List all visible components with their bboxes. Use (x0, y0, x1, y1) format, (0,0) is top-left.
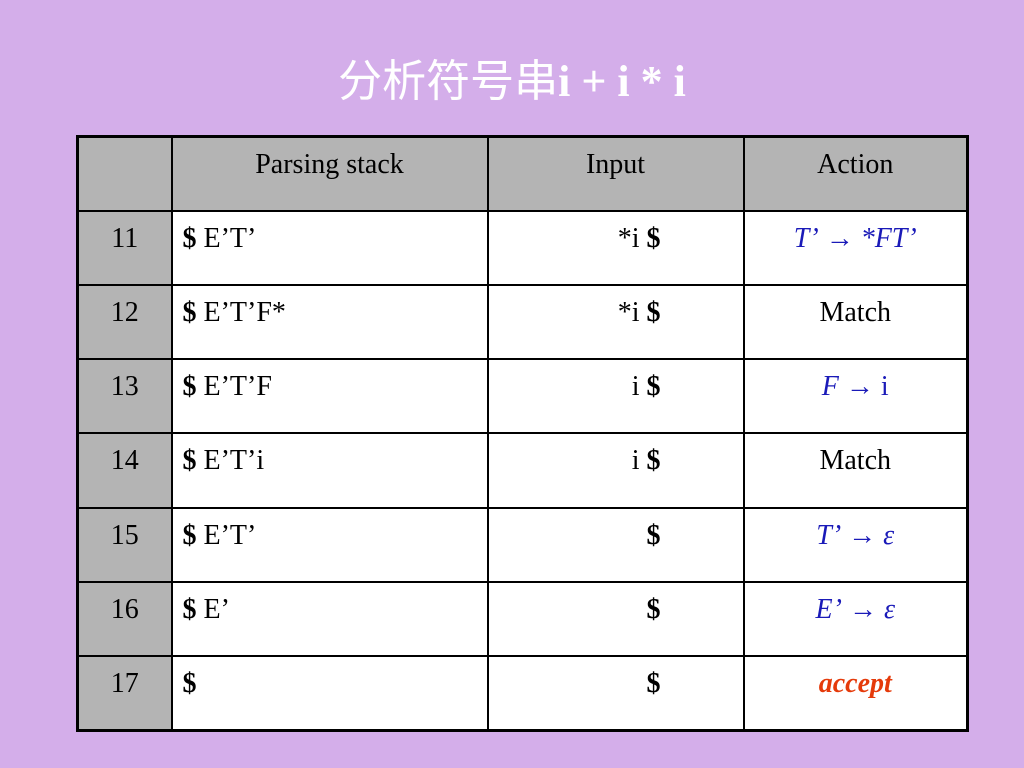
table-row: 14 $ E’T’i i $ Match (76, 432, 969, 509)
header-row: Parsing stack Input Action (76, 135, 969, 213)
action-cell: T’ → ε (742, 506, 969, 583)
action-cell: accept (742, 654, 969, 732)
action-cell: Match (742, 432, 969, 509)
action-cell: F → i (742, 358, 969, 435)
stack-contents: E’ (196, 593, 230, 625)
table-row: 15 $ E’T’ $ T’ → ε (76, 506, 969, 583)
production-rhs: *FT’ (860, 223, 917, 255)
header-step (76, 135, 173, 213)
stack-dollar: $ (182, 445, 197, 477)
step-number: 17 (76, 654, 173, 732)
stack-dollar: $ (182, 667, 197, 699)
production-lhs: E’ (815, 593, 842, 625)
production-arrow: → (838, 371, 881, 403)
production-lhs: F (821, 371, 839, 403)
step-number: 15 (76, 506, 173, 583)
parsing-table: Parsing stack Input Action 11 $ E’T’ *i … (76, 135, 969, 732)
input-dollar: $ (646, 371, 661, 403)
table-row: 16 $ E’ $ E’ → ε (76, 580, 969, 657)
table-row: 11 $ E’T’ *i $ T’ → *FT’ (76, 210, 969, 287)
step-number: 13 (76, 358, 173, 435)
stack-dollar: $ (182, 593, 197, 625)
stack-contents: E’T’ (196, 223, 257, 255)
title-chinese: 分析符号串 (338, 56, 559, 107)
stack-contents: E’T’F* (196, 297, 286, 329)
action-cell: T’ → *FT’ (742, 210, 969, 287)
accept-label: accept (818, 667, 892, 699)
slide-title: 分析符号串i + i * i (0, 52, 1024, 112)
parsing-stack-cell: $ E’T’ (170, 210, 489, 287)
input-cell: *i $ (486, 284, 745, 361)
production-rhs: i (880, 371, 889, 403)
input-dollar: $ (646, 667, 661, 699)
input-dollar: $ (646, 223, 661, 255)
header-action: Action (742, 135, 969, 213)
stack-contents: E’T’ (196, 519, 257, 551)
table-row: 17 $ $ accept (76, 654, 969, 732)
production-arrow: → (818, 223, 861, 255)
step-number: 16 (76, 580, 173, 657)
parsing-stack-cell: $ (170, 654, 489, 732)
input-symbols: *i (617, 223, 647, 255)
production-arrow: → (841, 593, 884, 625)
stack-dollar: $ (182, 519, 197, 551)
header-input: Input (486, 135, 745, 213)
input-cell: *i $ (486, 210, 745, 287)
input-dollar: $ (646, 593, 661, 625)
production-lhs: T’ (816, 519, 842, 551)
input-cell: i $ (486, 432, 745, 509)
parsing-stack-cell: $ E’T’i (170, 432, 489, 509)
input-symbols: i (631, 445, 647, 477)
stack-dollar: $ (182, 223, 197, 255)
table-row: 13 $ E’T’F i $ F → i (76, 358, 969, 435)
parsing-stack-cell: $ E’T’F* (170, 284, 489, 361)
production-rhs: ε (883, 593, 895, 625)
input-cell: $ (486, 654, 745, 732)
table-row: 12 $ E’T’F* *i $ Match (76, 284, 969, 361)
stack-contents: E’T’F (196, 371, 272, 403)
header-parsing-stack: Parsing stack (170, 135, 489, 213)
parsing-stack-cell: $ E’ (170, 580, 489, 657)
input-dollar: $ (646, 445, 661, 477)
stack-dollar: $ (182, 297, 197, 329)
input-cell: $ (486, 506, 745, 583)
production-arrow: → (841, 519, 884, 551)
step-number: 12 (76, 284, 173, 361)
stack-dollar: $ (182, 371, 197, 403)
action-cell: Match (742, 284, 969, 361)
title-expression: i + i * i (558, 57, 686, 106)
input-symbols: *i (617, 297, 647, 329)
production-rhs: ε (883, 519, 895, 551)
step-number: 11 (76, 210, 173, 287)
input-dollar: $ (646, 297, 661, 329)
action-cell: E’ → ε (742, 580, 969, 657)
input-dollar: $ (646, 519, 661, 551)
parsing-stack-cell: $ E’T’F (170, 358, 489, 435)
stack-contents: E’T’i (196, 445, 265, 477)
parsing-stack-cell: $ E’T’ (170, 506, 489, 583)
input-cell: $ (486, 580, 745, 657)
production-lhs: T’ (793, 223, 819, 255)
input-symbols: i (631, 371, 647, 403)
input-cell: i $ (486, 358, 745, 435)
step-number: 14 (76, 432, 173, 509)
